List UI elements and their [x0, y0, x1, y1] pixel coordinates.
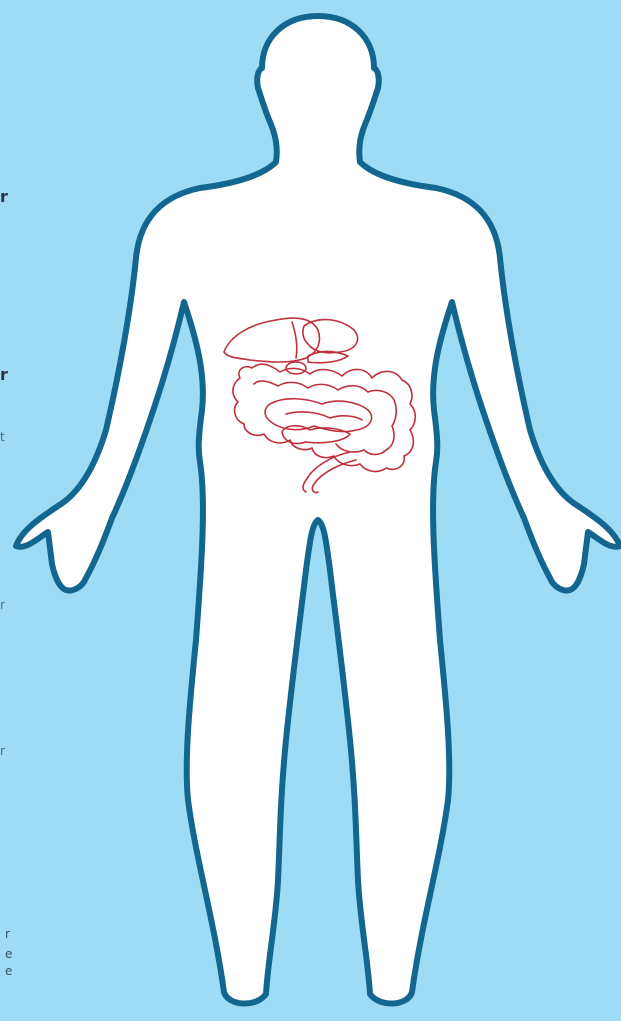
cropped-text-fragment: r: [0, 744, 8, 758]
cropped-text-fragment: r: [0, 368, 8, 382]
cropped-text-fragment: e: [5, 948, 17, 961]
cropped-text-fragment: t: [0, 430, 8, 444]
cropped-text-fragment: e: [5, 965, 17, 978]
cropped-text-fragment: r: [0, 190, 8, 204]
cropped-text-fragment: r: [0, 598, 8, 612]
cropped-text-fragment: r: [5, 928, 17, 941]
